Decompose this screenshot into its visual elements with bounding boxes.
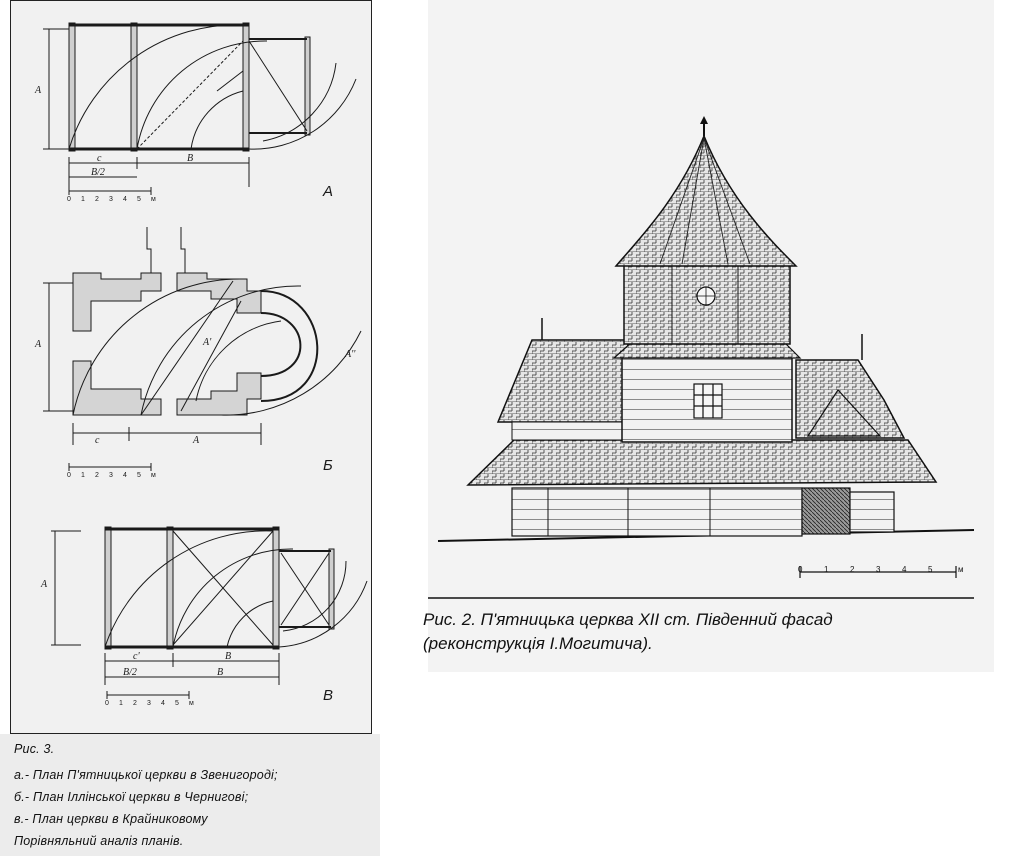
figure3-caption-line-c: в.- План церкви в Крайниковому <box>14 812 208 826</box>
figure2-caption: Рис. 2. П'ятницька церква XII ст. Півден… <box>423 608 983 656</box>
scale-b-tick-5: 5 <box>137 472 141 479</box>
facade-scale-tick-5: 5 <box>928 565 933 574</box>
plan-a-dim-half: B/2 <box>91 167 105 178</box>
facade-scale-tick-0: 0 <box>798 565 803 574</box>
scale-a-tick-4: 4 <box>123 196 127 203</box>
scale-v-tick-4: 4 <box>161 700 165 707</box>
scale-v-tick-0: 0 <box>105 700 109 707</box>
scale-a-tick-1: 1 <box>81 196 85 203</box>
facade-scale-bar <box>799 566 957 578</box>
scale-b-tick-0: 0 <box>67 472 71 479</box>
plan-v-dim-b: B <box>225 651 231 662</box>
plan-v-dim-a: A <box>40 579 48 590</box>
facade-panel: 0 1 2 3 4 5 м <box>428 0 994 672</box>
facade-scale-tick-2: 2 <box>850 565 855 574</box>
plan-b-dim-a: A <box>34 339 42 350</box>
plan-b-letter: Б <box>323 457 333 474</box>
scale-v-tick-3: 3 <box>147 700 151 707</box>
plan-b-dim-c: c <box>95 435 100 446</box>
plan-a-dim-a: A <box>34 85 42 96</box>
plan-a-drawing <box>43 22 357 187</box>
plan-v-dim-b2: B <box>217 667 223 678</box>
plan-a-dim-c: c <box>97 153 102 164</box>
scale-a-tick-0: 0 <box>67 196 71 203</box>
scale-b-tick-3: 3 <box>109 472 113 479</box>
facade-scale-tick-4: 4 <box>902 565 907 574</box>
plan-b-dim-b: A <box>192 435 200 446</box>
scale-v-tick-1: 1 <box>119 700 123 707</box>
scale-bar-b <box>68 463 152 471</box>
figure3-caption: Рис. 3. а.- План П'ятницької церкви в Зв… <box>0 734 380 856</box>
plan-a-letter: А <box>323 183 334 200</box>
scale-b-tick-1: 1 <box>81 472 85 479</box>
nave-window <box>693 383 723 419</box>
scale-v-tick-2: 2 <box>133 700 137 707</box>
plan-b-dim-a1: A' <box>202 337 212 348</box>
plans-drawing: A c B B/2 A c A A' A'' A c' B B/2 B 0 1 … <box>34 22 368 707</box>
figure2-caption-line2: (реконструкція І.Могитича). <box>423 634 653 653</box>
plan-v-dim-c: c' <box>133 651 140 662</box>
scale-b-tick-4: 4 <box>123 472 127 479</box>
scale-a-tick-5: 5 <box>137 196 141 203</box>
facade-scale-unit: м <box>958 565 964 574</box>
figure2-caption-line1: Рис. 2. П'ятницька церква XII ст. Півден… <box>423 610 833 629</box>
scale-b-unit: м <box>151 472 156 479</box>
scale-bar-v <box>106 691 190 699</box>
scale-v-unit: м <box>189 700 194 707</box>
scale-b-tick-2: 2 <box>95 472 99 479</box>
figure3-caption-title: Рис. 3. <box>14 742 55 756</box>
scale-a-unit: м <box>151 196 156 203</box>
plan-v-letter: В <box>323 687 334 704</box>
figure3-caption-line-d: Порівняльний аналіз планів. <box>14 834 184 848</box>
facade-scale-tick-1: 1 <box>824 565 829 574</box>
scale-v-tick-5: 5 <box>175 700 179 707</box>
plans-panel: A c B B/2 A c A A' A'' A c' B B/2 B 0 1 … <box>10 0 372 734</box>
plan-v-dim-half: B/2 <box>123 667 137 678</box>
plan-a-dim-b: B <box>187 153 193 164</box>
scale-a-tick-3: 3 <box>109 196 113 203</box>
scale-bar-a <box>68 187 152 195</box>
plan-v-drawing <box>51 526 368 685</box>
figure3-caption-line-b: б.- План Іллінської церкви в Чернигові; <box>14 790 249 804</box>
facade-scale-tick-3: 3 <box>876 565 881 574</box>
plan-b-drawing <box>43 227 362 445</box>
church-facade-drawing: 0 1 2 3 4 5 м <box>428 116 975 599</box>
plan-b-dim-a2: A'' <box>344 349 356 360</box>
figure3-caption-line-a: а.- План П'ятницької церкви в Звенигород… <box>14 768 278 782</box>
scale-a-tick-2: 2 <box>95 196 99 203</box>
